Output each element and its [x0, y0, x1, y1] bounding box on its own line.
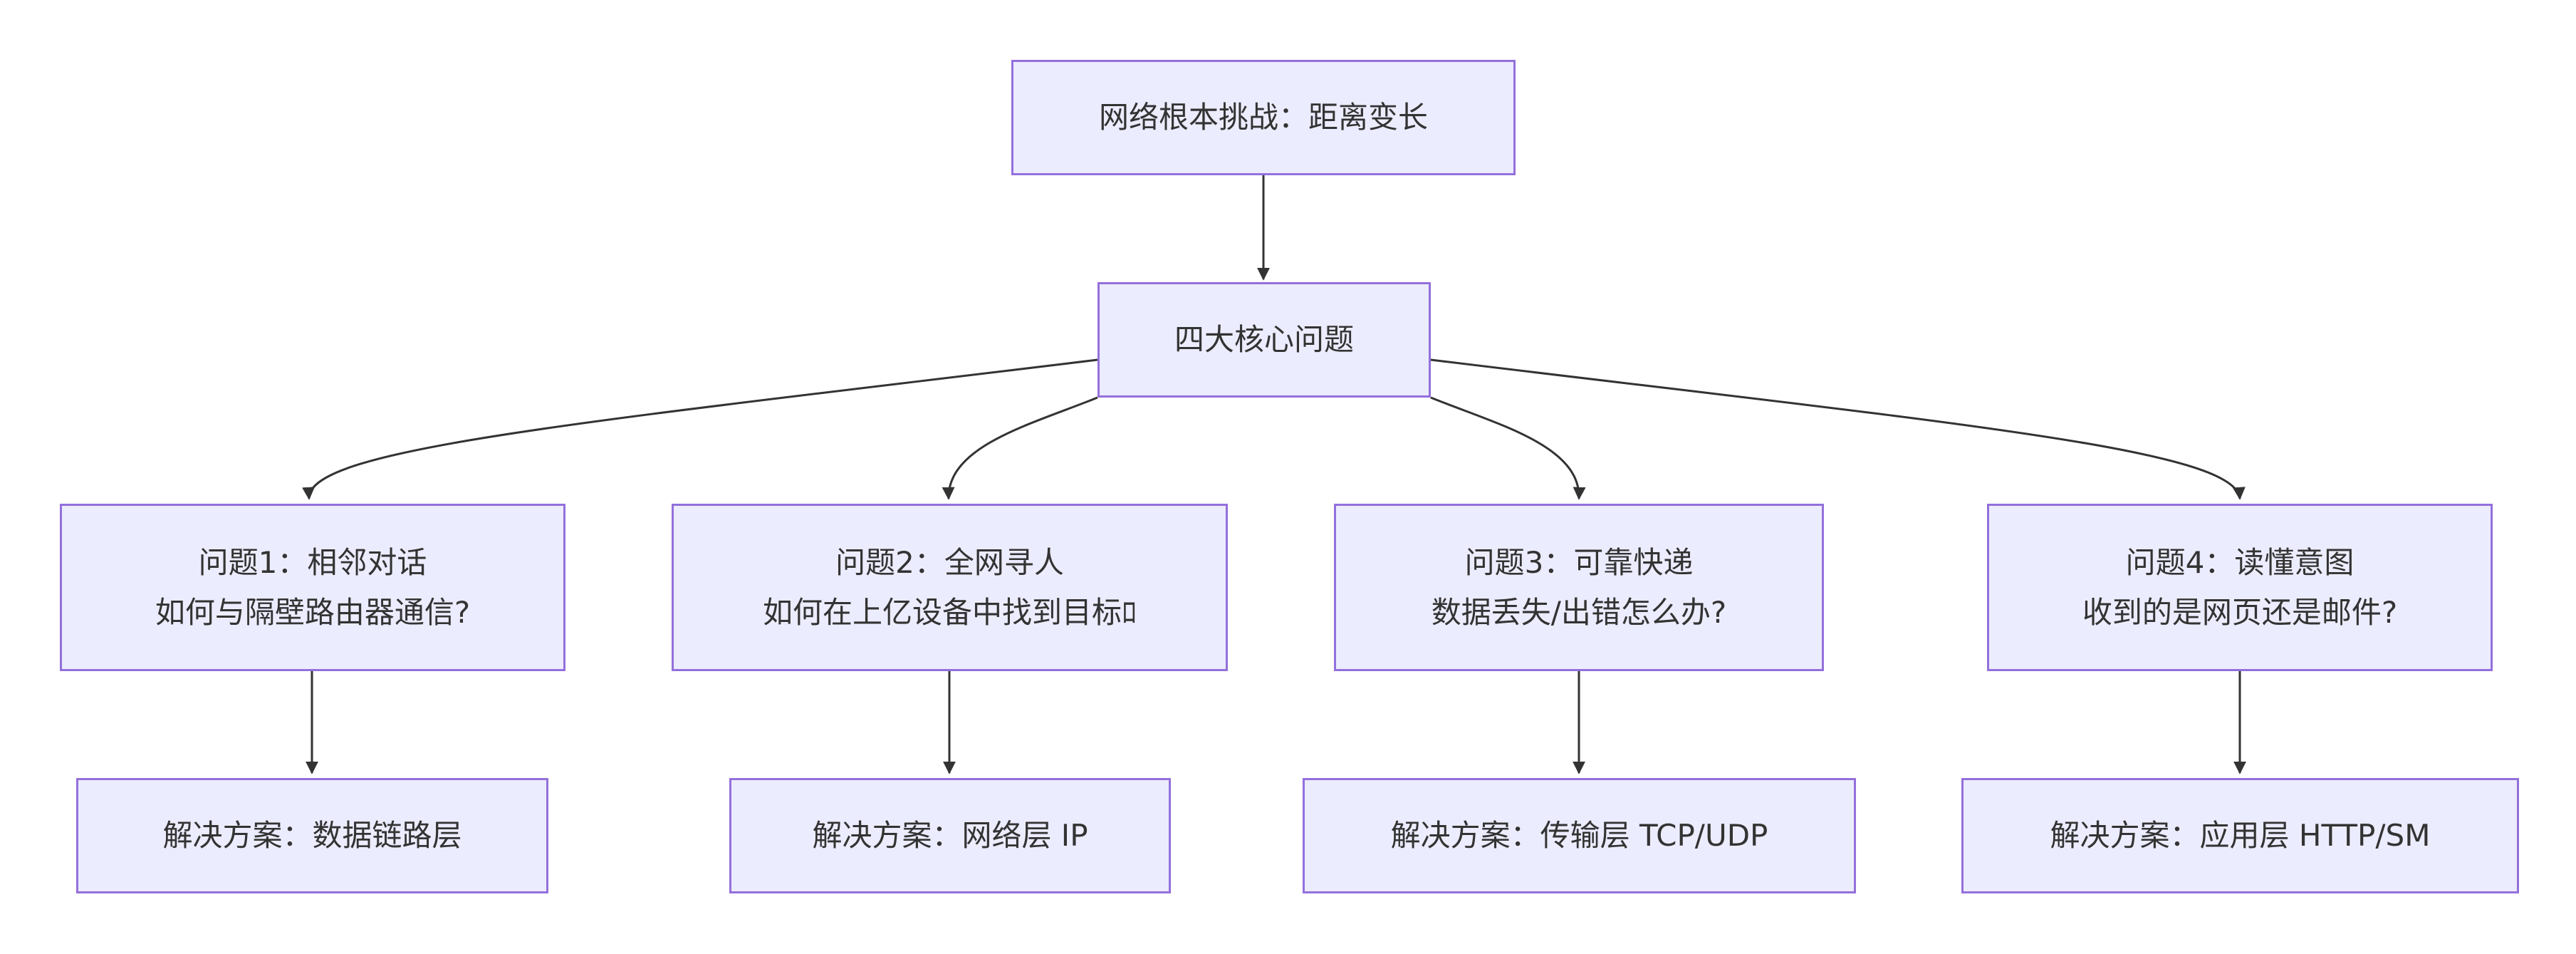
solution-1-node: 解决方案：数据链路层 — [76, 778, 548, 893]
problem-3-title: 问题3：可靠快递 — [1464, 544, 1694, 580]
problem-2-title: 问题2：全网寻人 — [835, 544, 1064, 580]
solution-2-node: 解决方案：网络层 IP — [729, 778, 1171, 893]
core-problems-label: 四大核心问题 — [1174, 322, 1354, 357]
root-node: 网络根本挑战：距离变长 — [1011, 60, 1516, 175]
problem-2-question: 如何在上亿设备中找到目标ﾛ — [762, 594, 1137, 630]
edge-core-to-q4 — [1430, 358, 2246, 500]
root-node-label: 网络根本挑战：距离变长 — [1098, 100, 1428, 135]
problem-2-node: 问题2：全网寻人 如何在上亿设备中找到目标ﾛ — [672, 504, 1228, 671]
problem-1-question: 如何与隔壁路由器通信? — [155, 594, 471, 630]
problem-3-question: 数据丢失/出错怎么办? — [1431, 594, 1727, 630]
problem-1-title: 问题1：相邻对话 — [198, 544, 427, 580]
problem-4-question: 收到的是网页还是邮件? — [2082, 594, 2398, 630]
solution-3-node: 解决方案：传输层 TCP/UDP — [1303, 778, 1856, 893]
problem-4-node: 问题4：读懂意图 收到的是网页还是邮件? — [1987, 504, 2493, 671]
edge-core-to-q3 — [1430, 396, 1586, 500]
solution-4-node: 解决方案：应用层 HTTP/SM — [1961, 778, 2519, 893]
solution-3-label: 解决方案：传输层 TCP/UDP — [1390, 818, 1768, 853]
problem-3-node: 问题3：可靠快递 数据丢失/出错怎么办? — [1334, 504, 1824, 671]
edge-core-to-q2 — [942, 396, 1098, 500]
core-problems-node: 四大核心问题 — [1097, 282, 1431, 398]
solution-4-label: 解决方案：应用层 HTTP/SM — [2050, 818, 2431, 853]
problem-4-title: 问题4：读懂意图 — [2125, 544, 2355, 580]
problem-1-node: 问题1：相邻对话 如何与隔壁路由器通信? — [60, 504, 565, 671]
edge-core-to-q1 — [302, 358, 1098, 500]
solution-1-label: 解决方案：数据链路层 — [162, 818, 462, 853]
solution-2-label: 解决方案：网络层 IP — [812, 818, 1088, 853]
